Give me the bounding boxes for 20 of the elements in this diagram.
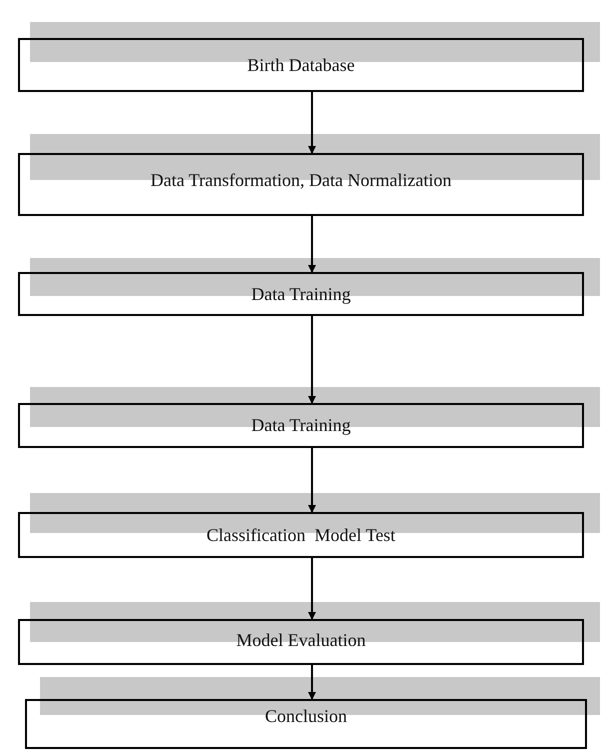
- box-label: Data Transformation, Data Normalization: [150, 170, 452, 191]
- process-box: [18, 38, 584, 92]
- box-label: Classification Model Test: [206, 524, 396, 546]
- arrow: [308, 448, 316, 513]
- arrow: [308, 92, 316, 154]
- box-label: Data Training: [251, 284, 351, 304]
- arrow: [308, 316, 316, 404]
- process-box: [25, 699, 587, 749]
- arrow: [308, 558, 316, 620]
- arrow: [308, 216, 316, 273]
- box-label: Model Evaluation: [236, 630, 366, 650]
- process-box: [18, 619, 584, 665]
- arrow: [308, 665, 316, 700]
- box-label: Conclusion: [264, 706, 347, 726]
- process-box: [18, 403, 584, 448]
- process-box: [18, 272, 584, 316]
- box-label: Data Training: [251, 415, 351, 436]
- process-box: [18, 512, 584, 558]
- box-label: Birth Database: [247, 54, 355, 76]
- process-box: [18, 153, 584, 216]
